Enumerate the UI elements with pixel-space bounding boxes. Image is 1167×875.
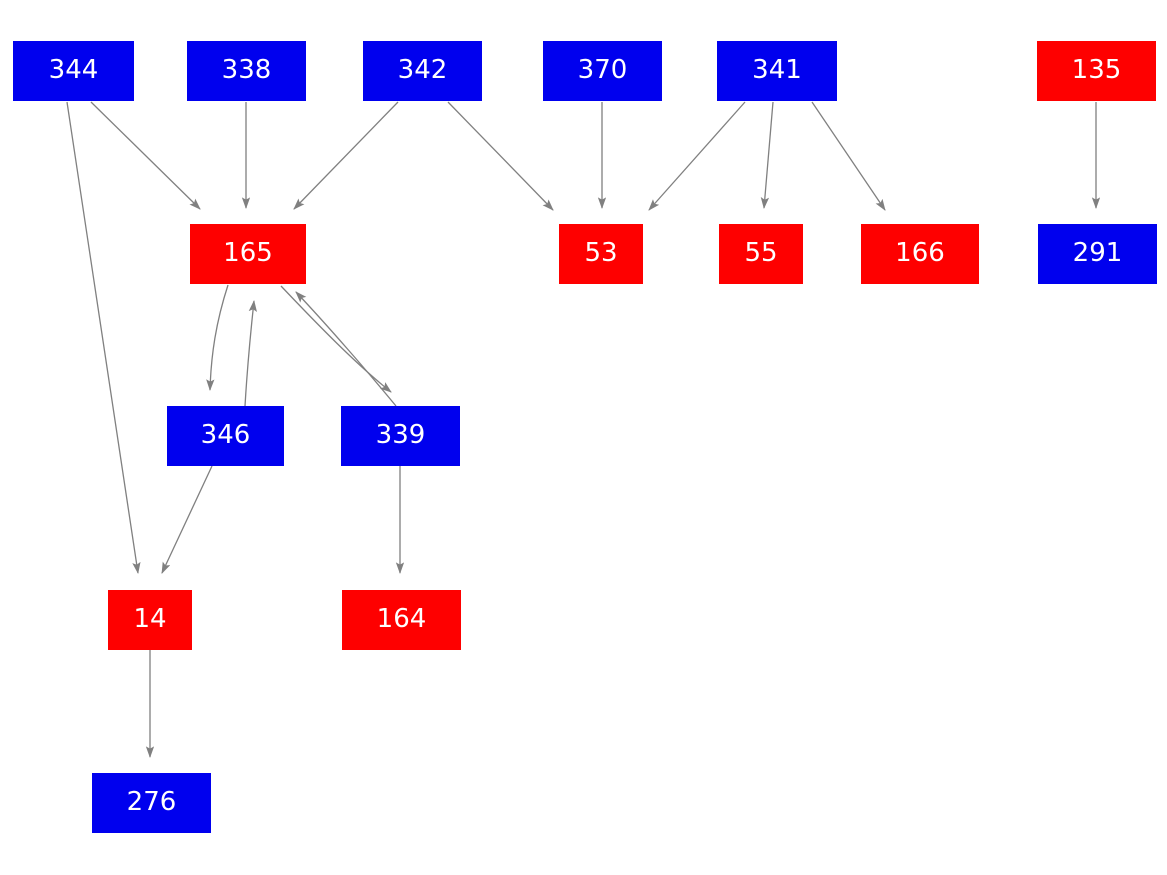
graph-node-164[interactable]: 164 <box>342 590 461 650</box>
node-label: 135 <box>1071 55 1122 85</box>
edge-165-346 <box>206 284 229 392</box>
node-label: 166 <box>895 238 945 268</box>
graph-node-341[interactable]: 341 <box>717 41 837 101</box>
node-label: 55 <box>744 238 778 268</box>
edge-344-165 <box>90 101 201 210</box>
graph-node-14[interactable]: 14 <box>108 590 192 650</box>
edge-341-166 <box>811 101 886 211</box>
edge-165-339 <box>280 285 392 393</box>
graph-node-344[interactable]: 344 <box>13 41 134 101</box>
node-label: 346 <box>200 420 251 450</box>
graph-node-166[interactable]: 166 <box>861 224 979 284</box>
node-label: 53 <box>584 238 618 268</box>
graph-node-53[interactable]: 53 <box>559 224 643 284</box>
edge-344-14 <box>66 101 141 575</box>
graph-node-338[interactable]: 338 <box>187 41 306 101</box>
graph-node-276[interactable]: 276 <box>92 773 211 833</box>
node-label: 341 <box>752 55 802 85</box>
node-label: 165 <box>223 238 273 268</box>
node-label: 276 <box>126 787 177 817</box>
node-label: 338 <box>221 55 272 85</box>
node-label: 344 <box>48 55 99 85</box>
edge-341-53 <box>648 101 746 211</box>
node-label: 164 <box>376 604 427 634</box>
edge-342-53 <box>447 101 554 211</box>
edge-339-165 <box>295 291 397 407</box>
graph-node-342[interactable]: 342 <box>363 41 482 101</box>
edge-341-55 <box>760 101 774 210</box>
edge-346-165 <box>244 299 257 407</box>
graph-node-135[interactable]: 135 <box>1037 41 1156 101</box>
graph-node-291[interactable]: 291 <box>1038 224 1157 284</box>
edge-342-165 <box>293 101 399 210</box>
graph-node-346[interactable]: 346 <box>167 406 284 466</box>
graph-node-370[interactable]: 370 <box>543 41 662 101</box>
graph-node-339[interactable]: 339 <box>341 406 460 466</box>
node-label: 14 <box>133 604 167 634</box>
node-label: 339 <box>375 420 426 450</box>
edge-346-14 <box>161 465 213 574</box>
node-label: 291 <box>1072 238 1123 268</box>
graph-node-165[interactable]: 165 <box>190 224 306 284</box>
node-label: 370 <box>577 55 628 85</box>
graph-node-55[interactable]: 55 <box>719 224 803 284</box>
node-label: 342 <box>397 55 448 85</box>
